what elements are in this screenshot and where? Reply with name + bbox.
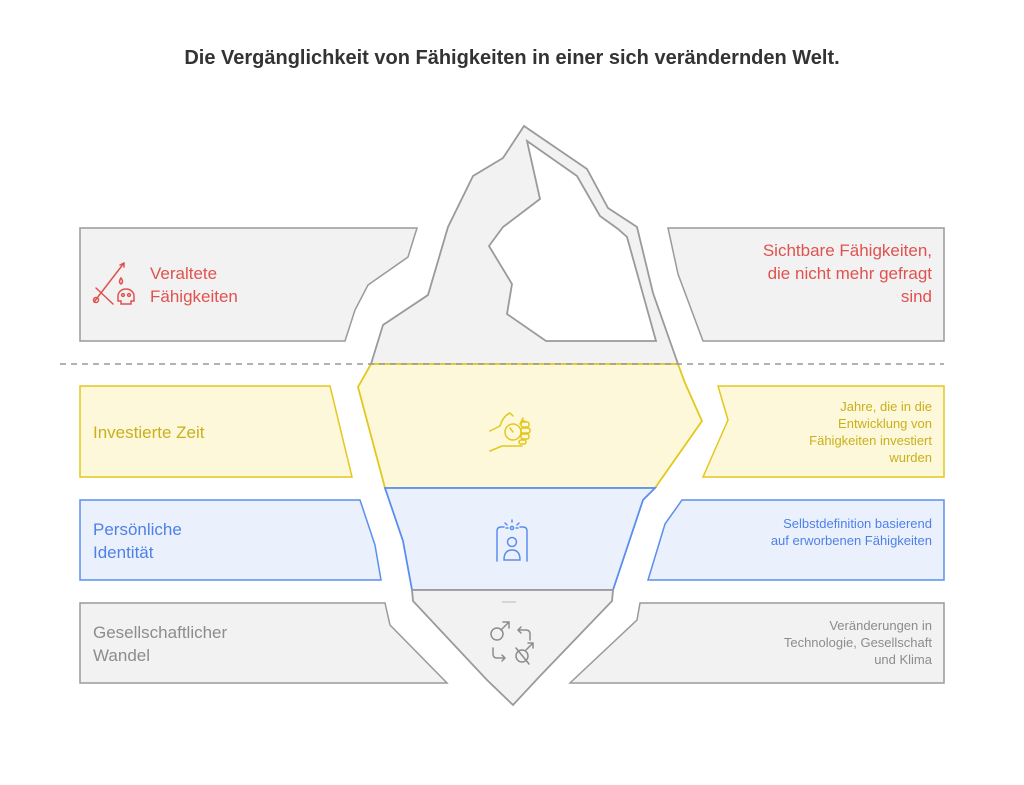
label-social-change: Gesellschaftlicher Wandel [93, 623, 228, 665]
desc-personal-identity: Selbstdefinition basierend auf erworbene… [770, 516, 932, 548]
hand-stopwatch-icon [489, 412, 531, 452]
iceberg-band-identity [383, 487, 658, 591]
label-invested-time: Investierte Zeit [93, 423, 205, 442]
panel-right-change [568, 602, 945, 684]
panel-left-identity [79, 499, 382, 581]
skull-broken-tools-icon [92, 262, 135, 305]
desc-obsolete-skills: Sichtbare Fähigkeiten, die nicht mehr ge… [762, 241, 932, 306]
iceberg-band-time [357, 363, 704, 489]
label-obsolete-skills: Veraltete Fähigkeiten [150, 264, 238, 306]
desc-invested-time: Jahre, die in die Entwicklung von Fähigk… [809, 399, 932, 465]
panel-left-change [79, 602, 449, 684]
change-arrows-symbols-icon [490, 621, 534, 665]
panel-left-time [79, 385, 353, 478]
id-badge-person-icon [496, 519, 528, 562]
panel-right-time [701, 385, 945, 478]
panel-right-obsolete [667, 227, 945, 342]
panel-left-obsolete [79, 227, 419, 342]
iceberg-base [411, 589, 614, 707]
label-personal-identity: Persönliche Identität [93, 520, 182, 562]
panel-right-identity [646, 499, 945, 581]
desc-social-change: Veränderungen in Technologie, Gesellscha… [783, 618, 932, 667]
diagram-title: Die Vergänglichkeit von Fähigkeiten in e… [184, 47, 840, 69]
iceberg-snow [487, 138, 658, 342]
